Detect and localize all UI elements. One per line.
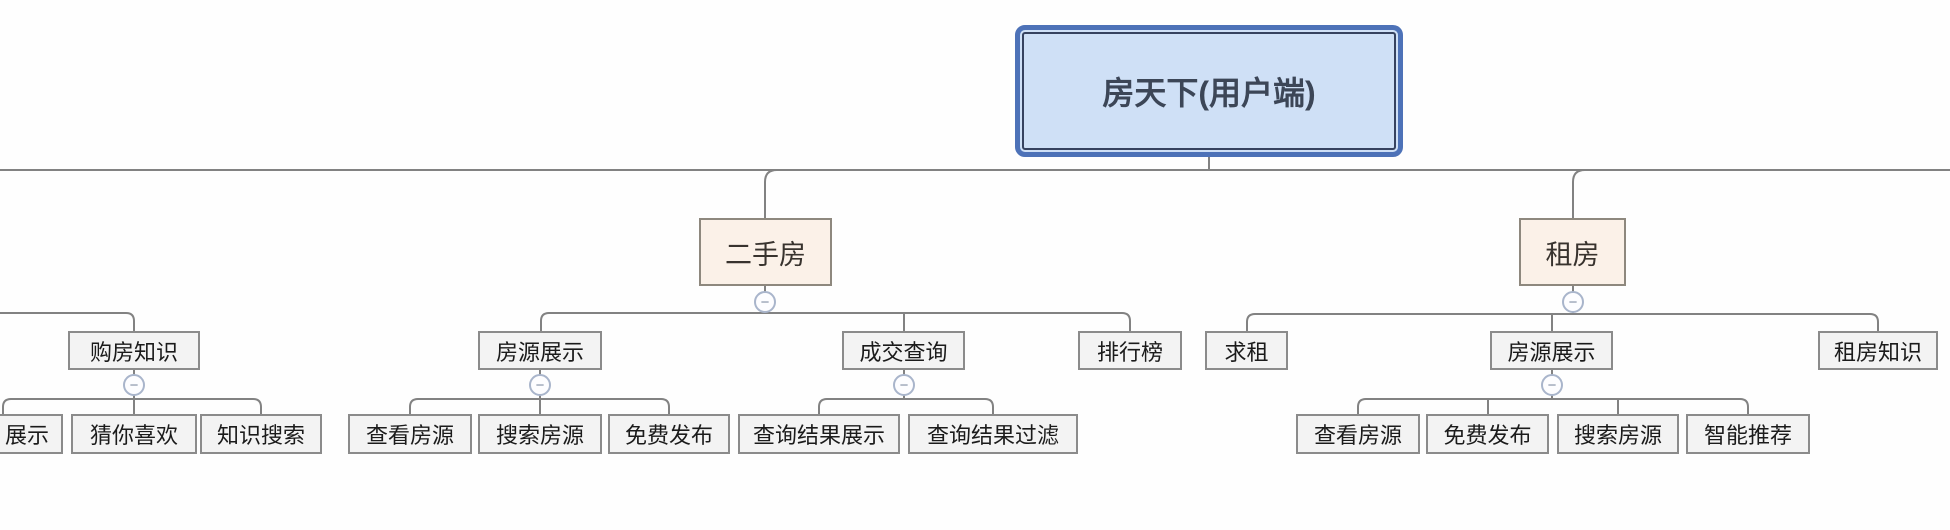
node-root[interactable]: 房天下(用户端) <box>1015 25 1403 157</box>
node-sousuo-fangyuan-ershou-label: 搜索房源 <box>495 423 584 448</box>
node-mianfei-fabu-ershou-label: 免费发布 <box>624 423 713 448</box>
node-fangyuan-zhanshi-zufang-label: 房源展示 <box>1507 339 1596 365</box>
node-chakan-fangyuan-ershou-label: 查看房源 <box>365 423 454 448</box>
node-chaxun-jieguo-zhanshi[interactable]: 查询结果展示 <box>738 414 900 454</box>
node-fangyuan-zhanshi-zufang[interactable]: 房源展示 <box>1490 331 1613 370</box>
node-chakan-fangyuan-zufang[interactable]: 查看房源 <box>1296 414 1420 454</box>
node-zufang[interactable]: 租房 <box>1519 218 1626 286</box>
node-sousuo-fangyuan-ershou[interactable]: 搜索房源 <box>478 414 602 454</box>
connector-drop-ershoufang <box>764 169 778 218</box>
node-ershoufang-label: 二手房 <box>725 239 806 270</box>
connector-goufangzhishi-parent <box>0 312 135 331</box>
node-zhishi-sousuo[interactable]: 知识搜索 <box>200 414 322 454</box>
node-ershoufang[interactable]: 二手房 <box>699 218 832 286</box>
node-mianfei-fabu-zufang[interactable]: 免费发布 <box>1426 414 1549 454</box>
node-zufang-zhishi-label: 租房知识 <box>1833 339 1922 365</box>
node-zufang-label: 租房 <box>1545 239 1600 270</box>
node-zhineng-tuijian-label: 智能推荐 <box>1703 423 1792 448</box>
node-mianfei-fabu-zufang-label: 免费发布 <box>1443 423 1532 448</box>
node-fangyuan-zhanshi-ershou[interactable]: 房源展示 <box>478 331 602 370</box>
collapse-minus-icon-fangyuan-zufang[interactable]: − <box>1541 374 1563 396</box>
node-paihangbang[interactable]: 排行榜 <box>1078 331 1182 370</box>
node-chaxun-jieguo-guolv[interactable]: 查询结果过滤 <box>908 414 1078 454</box>
node-chakan-fangyuan-zufang-label: 查看房源 <box>1313 423 1402 448</box>
connector-ershoufang-children <box>540 286 1131 331</box>
collapse-minus-icon-goufang-zhishi[interactable]: − <box>123 374 145 396</box>
node-chaxun-jieguo-guolv-label: 查询结果过滤 <box>926 423 1059 448</box>
node-sousuo-fangyuan-zufang-label: 搜索房源 <box>1573 423 1662 448</box>
node-chengjiao-chaxun-label: 成交查询 <box>859 339 948 365</box>
node-root-label: 房天下(用户端) <box>1102 75 1316 111</box>
minus-glyph: − <box>899 376 909 394</box>
node-chaxun-jieguo-zhanshi-label: 查询结果展示 <box>752 423 885 448</box>
node-sousuo-fangyuan-zufang[interactable]: 搜索房源 <box>1557 414 1679 454</box>
node-qiuzu[interactable]: 求租 <box>1205 331 1288 370</box>
collapse-minus-icon-zufang[interactable]: − <box>1562 291 1584 313</box>
node-qiuzu-label: 求租 <box>1224 339 1269 365</box>
connector-drop-zufang <box>1572 169 1586 218</box>
node-mianfei-fabu-ershou[interactable]: 免费发布 <box>608 414 730 454</box>
connector-zufang-children <box>1246 286 1879 331</box>
node-cai-ni-xihuan-label: 猜你喜欢 <box>89 423 178 448</box>
node-zufang-zhishi[interactable]: 租房知识 <box>1818 331 1938 370</box>
minus-glyph: − <box>760 293 770 311</box>
node-zhanshi-partial-label: 展示 <box>4 423 49 448</box>
minus-glyph: − <box>1547 376 1557 394</box>
node-chakan-fangyuan-ershou[interactable]: 查看房源 <box>348 414 472 454</box>
minus-glyph: − <box>129 376 139 394</box>
node-goufang-zhishi-label: 购房知识 <box>89 339 178 365</box>
node-zhishi-sousuo-label: 知识搜索 <box>216 423 305 448</box>
minus-glyph: − <box>535 376 545 394</box>
node-fangyuan-zhanshi-ershou-label: 房源展示 <box>495 339 584 365</box>
minus-glyph: − <box>1568 293 1578 311</box>
node-zhineng-tuijian[interactable]: 智能推荐 <box>1686 414 1810 454</box>
collapse-minus-icon-chengjiao[interactable]: − <box>893 374 915 396</box>
node-chengjiao-chaxun[interactable]: 成交查询 <box>842 331 965 370</box>
node-paihangbang-label: 排行榜 <box>1096 339 1163 365</box>
node-zhanshi-partial[interactable]: 展示 <box>0 414 63 454</box>
collapse-minus-icon-fangyuan-ershou[interactable]: − <box>529 374 551 396</box>
node-cai-ni-xihuan[interactable]: 猜你喜欢 <box>71 414 197 454</box>
node-goufang-zhishi[interactable]: 购房知识 <box>68 331 200 370</box>
collapse-minus-icon-ershoufang[interactable]: − <box>754 291 776 313</box>
